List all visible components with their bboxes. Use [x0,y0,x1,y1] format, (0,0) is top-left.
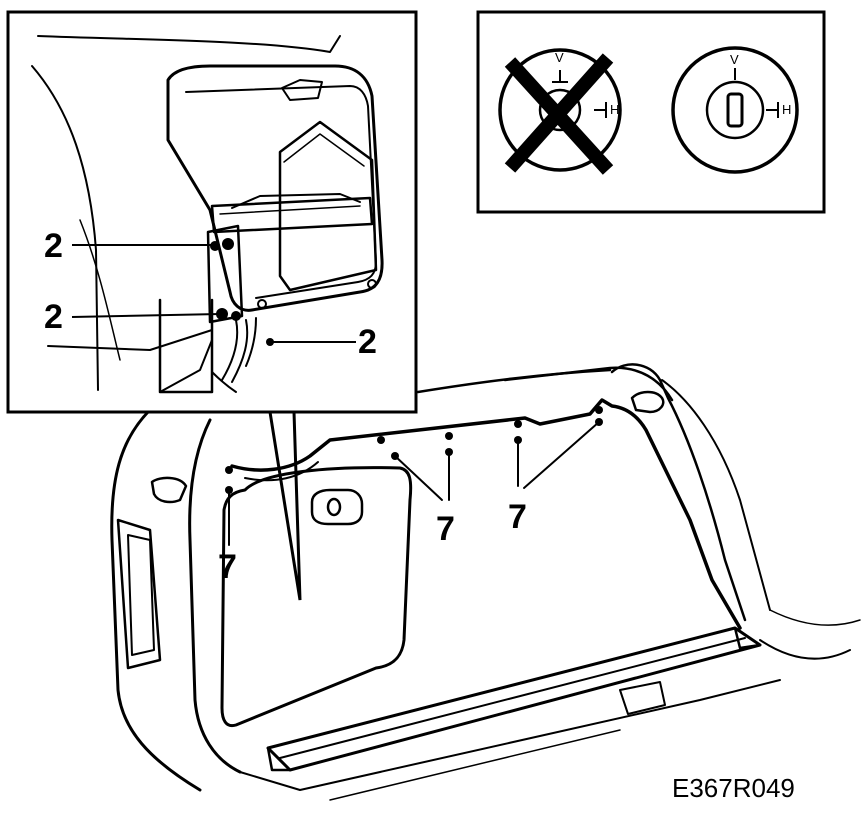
trunk-top-edge [503,366,674,402]
mounting-bracket [158,298,214,394]
trunk-interior-scene [110,363,861,801]
tail-light-lens [127,534,155,656]
leader-7-right [517,421,600,489]
lock-correct-mark-top: V [730,52,739,67]
connector-dot [222,238,234,250]
connector-dot [231,311,241,321]
detail-inset [6,10,418,414]
loading-sill [266,626,762,772]
cross-out-icon [504,53,614,175]
callout-7-left: 7 [218,548,237,586]
lock-wrong-mark-top: V [555,50,564,65]
lock-position-inset: V H V H [476,10,826,214]
callout-7-right: 7 [508,498,527,536]
callout-2-bottom: 2 [358,323,377,361]
trunk-inner-left-edge [188,418,242,774]
callout-2-top: 2 [44,227,63,265]
lock-wrong-mark-right: H [610,102,619,117]
trunk-outer-left-edge [110,408,202,792]
fastener-dot [595,406,603,414]
rear-trim-strip [230,398,742,630]
fastener-dot [445,432,453,440]
trunk-upper-rim [416,368,612,394]
panel-handle [310,488,364,526]
key-slot [726,92,744,128]
fastener-dot [225,466,233,474]
fastener-dot [225,486,233,494]
side-trim-panel [220,466,413,728]
belt-guide [630,390,665,414]
leader-2-middle [71,313,221,318]
tail-light-housing [116,518,162,670]
detail-pointer [268,411,302,601]
cable-bundle [221,317,257,383]
cd-changer-body [166,64,384,312]
connector-dot [210,241,220,251]
changer-cover [278,120,378,292]
callout-2-middle: 2 [44,298,63,336]
callout-7-center: 7 [436,510,455,548]
leader-7-center [394,451,450,501]
figure-id-label: E367R049 [672,773,795,803]
lock-frame [476,10,826,214]
left-latch-bracket [150,476,188,504]
magazine-slot [210,196,374,234]
fastener-dot [377,436,385,444]
lock-correct-mark-right: H [782,102,791,117]
lock-wrong-position: V H [498,48,622,175]
rear-pillar [610,363,747,622]
connector-dot [216,308,228,320]
connector-panel [206,224,244,324]
fastener-dot [514,420,522,428]
lock-correct-position: V H [671,46,799,174]
trunk-floor-edge [239,679,781,791]
